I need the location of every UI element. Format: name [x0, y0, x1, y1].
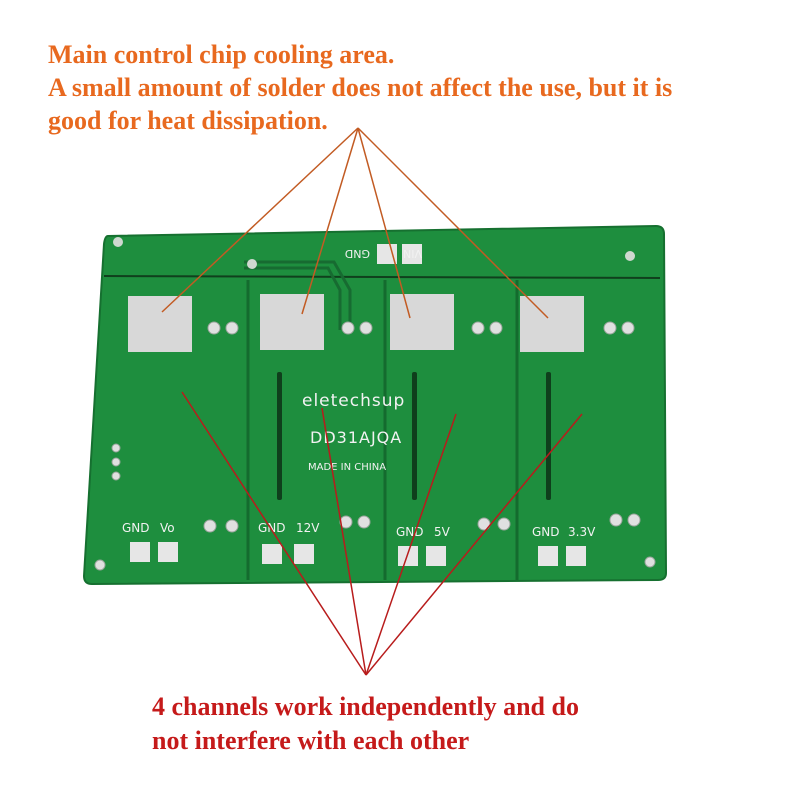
bottom-annotation: 4 channels work independently and do not… [152, 690, 672, 758]
output-pads [130, 542, 586, 566]
top-annotation-line-1: Main control chip cooling area. [48, 40, 395, 69]
via-pairs [94, 321, 656, 571]
cooling-pad-3 [390, 294, 454, 350]
bottom-pointer-lines [181, 391, 583, 676]
pcb-trace [244, 266, 342, 330]
cooling-pad-2 [260, 294, 324, 350]
channel-4-output-label: 3.3V [568, 525, 596, 539]
bottom-annotation-line-2: not interfere with each other [152, 726, 470, 755]
via [113, 237, 123, 247]
inductor-slot-2 [412, 372, 417, 500]
via [247, 259, 257, 269]
silk-input-vin: VIN [403, 247, 422, 260]
top-pointer-lines [161, 127, 549, 319]
header-divider [103, 275, 661, 279]
via [625, 251, 635, 261]
channel-3-gnd-label: GND [396, 525, 424, 539]
silk-input-gnd: GND [345, 247, 370, 260]
pcb-trace [244, 260, 352, 332]
inductor-slot-3 [546, 372, 551, 500]
silk-model: DD31AJQA [310, 428, 402, 447]
silk-brand: eletechsup [302, 391, 405, 411]
channel-2-gnd-label: GND [258, 521, 286, 535]
inductor-slot-1 [277, 372, 282, 500]
top-annotation: Main control chip cooling area. A small … [48, 38, 768, 137]
input-pad-vin [402, 244, 422, 264]
cooling-pad-4 [520, 296, 584, 352]
input-pad-gnd [377, 244, 397, 264]
top-annotation-line-3: good for heat dissipation. [48, 106, 328, 135]
channel-4-gnd-label: GND [532, 525, 560, 539]
channel-2-output-label: 12V [296, 521, 320, 535]
top-annotation-line-2: A small amount of solder does not affect… [48, 73, 673, 102]
channel-1-output-label: Vo [160, 521, 175, 535]
bottom-annotation-line-1: 4 channels work independently and do [152, 692, 579, 721]
silk-origin: MADE IN CHINA [308, 462, 386, 473]
cooling-pad-1 [128, 296, 192, 352]
channel-3-output-label: 5V [434, 525, 451, 539]
channel-1-gnd-label: GND [122, 521, 150, 535]
